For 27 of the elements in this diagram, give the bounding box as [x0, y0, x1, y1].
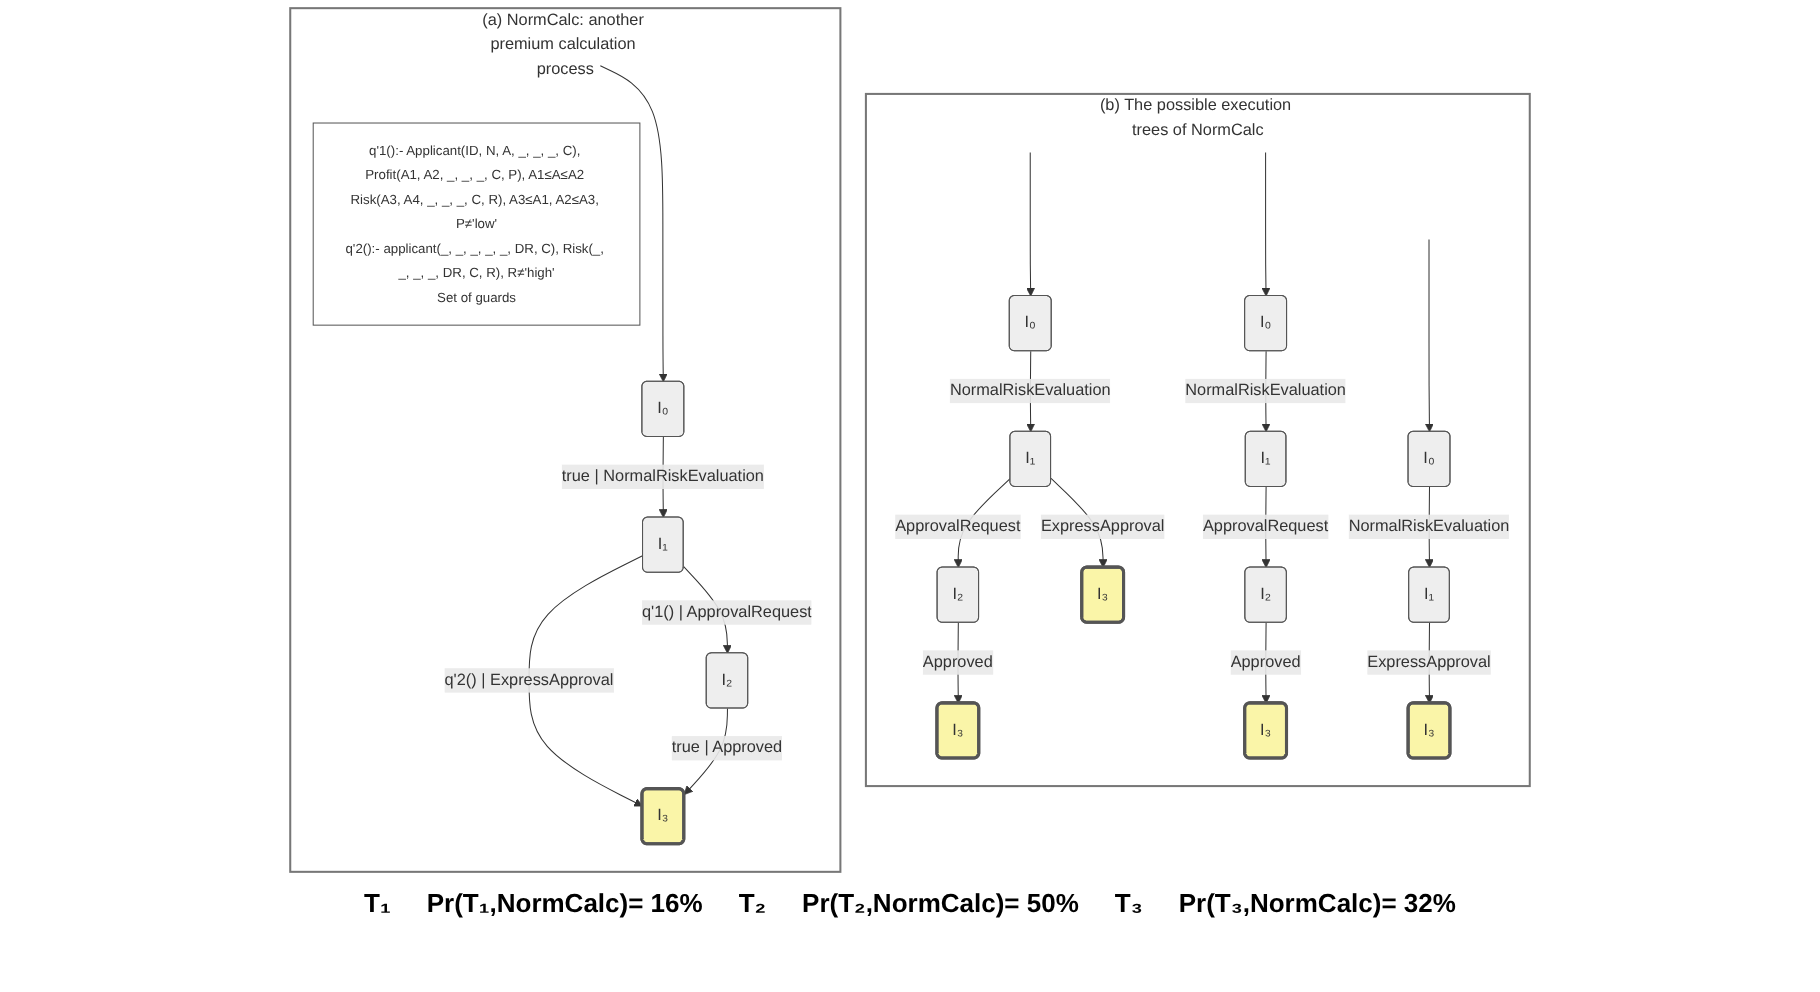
probability-label: Pr(T₂,NormCalc)= 50% [802, 888, 1079, 918]
edge-label: NormalRiskEvaluation [949, 381, 1111, 400]
arrow [1261, 152, 1271, 297]
arrow [528, 554, 644, 807]
node-box [312, 122, 641, 326]
probability-label: Pr(T₃,NormCalc)= 32% [1178, 888, 1456, 918]
edge-label: true | Approved [671, 739, 783, 757]
edge-label: Approved [922, 653, 993, 671]
edge-label: ApprovalRequest [895, 517, 1021, 535]
tree-name: T₁ [364, 888, 391, 918]
cluster [289, 7, 842, 873]
arrow [599, 65, 668, 383]
tree-name: T₃ [1114, 888, 1143, 918]
cluster [864, 92, 1531, 788]
arrow [1026, 152, 1036, 297]
edge-label: NormalRiskEvaluation [1348, 517, 1510, 535]
edge-label: NormalRiskEvaluation [1185, 381, 1346, 400]
edge-label: q'1() | ApprovalRequest [642, 603, 812, 621]
edge-label: q'2() | ExpressApproval [444, 671, 614, 689]
edge-label: Approved [1230, 653, 1301, 671]
edge-label: true | NormalRiskEvaluation [561, 467, 764, 485]
edge-label: ExpressApproval [1040, 517, 1165, 535]
edge-label: ApprovalRequest [1202, 517, 1329, 535]
arrow [1424, 238, 1434, 433]
probability-label: Pr(T₁,NormCalc)= 16% [426, 888, 703, 918]
tree-name: T₂ [738, 888, 767, 918]
edge-label: ExpressApproval [1367, 653, 1491, 671]
